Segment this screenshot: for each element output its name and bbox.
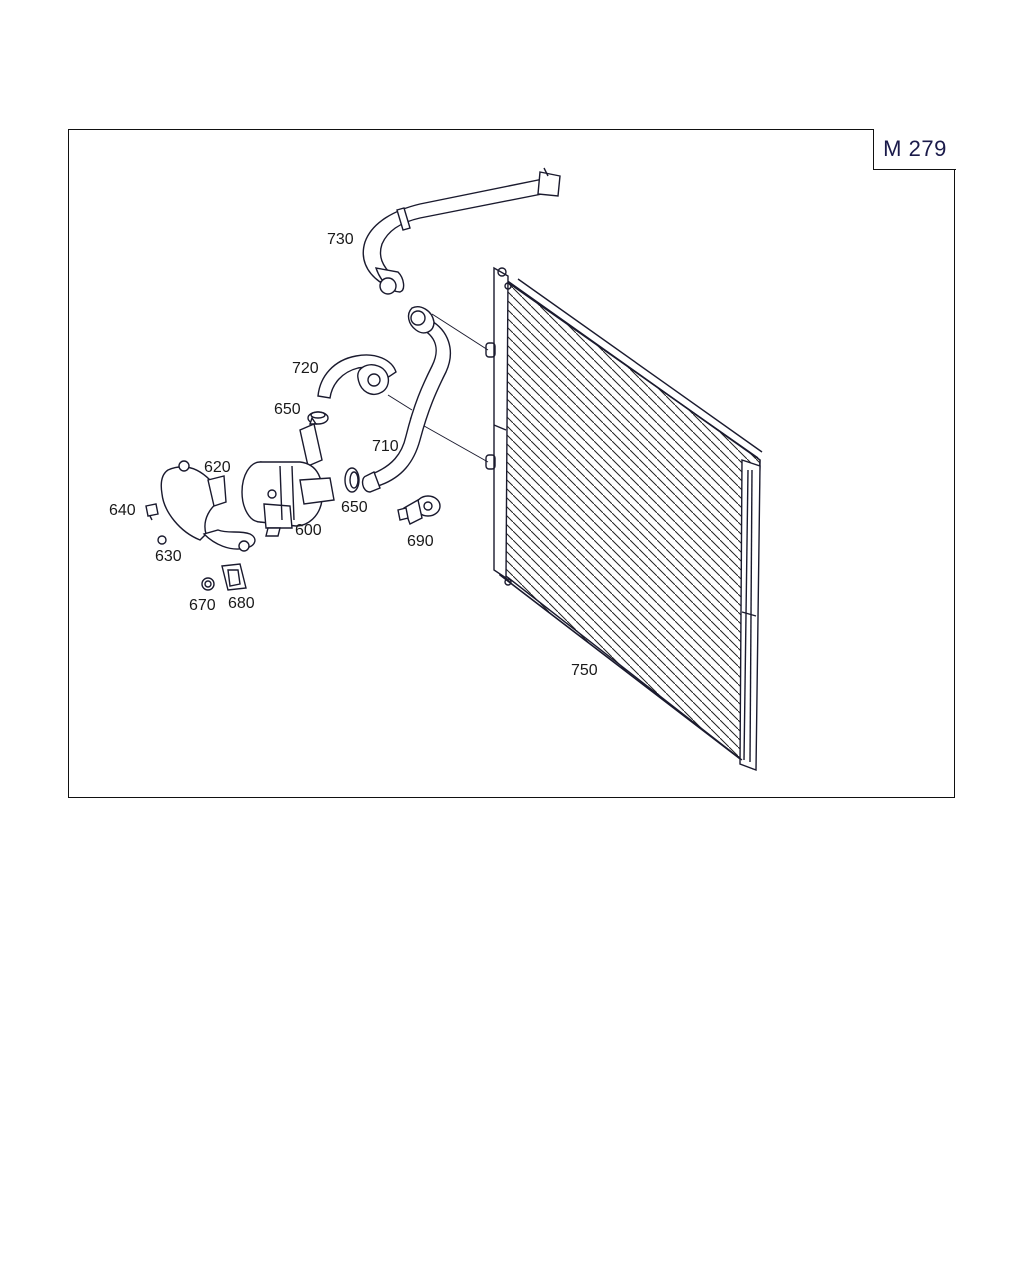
mount-680[interactable] bbox=[221, 563, 247, 591]
label-630: 630 bbox=[155, 548, 182, 565]
label-640: 640 bbox=[109, 502, 136, 519]
label-730: 730 bbox=[327, 231, 354, 248]
clamp-650-upper[interactable] bbox=[307, 411, 329, 425]
label-600: 600 bbox=[295, 522, 322, 539]
label-650-lower: 650 bbox=[341, 499, 368, 516]
bracket-630[interactable] bbox=[157, 460, 256, 552]
label-650-upper: 650 bbox=[274, 401, 301, 418]
hose-710[interactable] bbox=[361, 306, 451, 493]
clamp-650-lower[interactable] bbox=[344, 467, 360, 493]
label-670: 670 bbox=[189, 597, 216, 614]
label-750: 750 bbox=[571, 662, 598, 679]
radiator[interactable] bbox=[485, 266, 763, 772]
hose-730[interactable] bbox=[362, 167, 561, 295]
sensor-690[interactable] bbox=[397, 495, 441, 525]
label-680: 680 bbox=[228, 595, 255, 612]
label-720: 720 bbox=[292, 360, 319, 377]
bolt-670[interactable] bbox=[201, 577, 215, 591]
bolt-640[interactable] bbox=[145, 503, 159, 521]
water-pump[interactable] bbox=[241, 423, 335, 537]
label-690: 690 bbox=[407, 533, 434, 550]
hose-720[interactable] bbox=[317, 354, 397, 399]
label-620: 620 bbox=[204, 459, 231, 476]
label-710: 710 bbox=[372, 438, 399, 455]
model-code-badge: M 279 bbox=[873, 129, 956, 170]
